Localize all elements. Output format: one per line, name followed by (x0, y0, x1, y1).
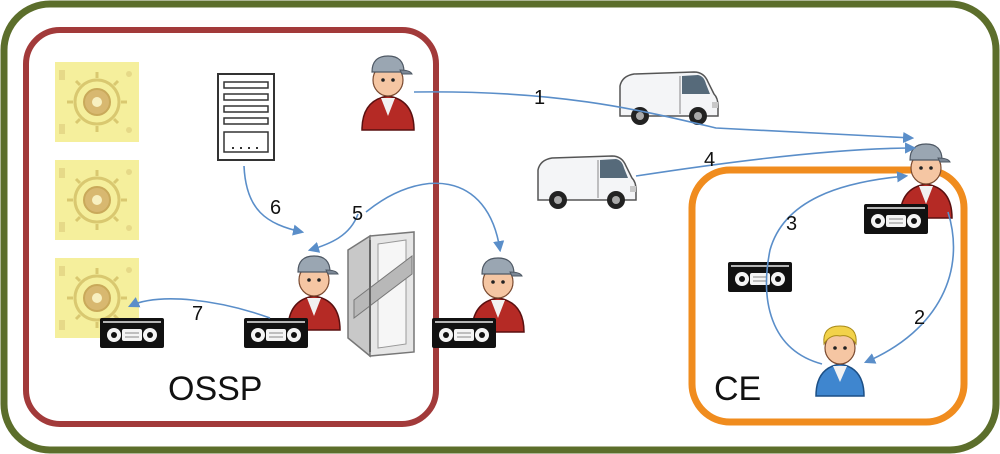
vault-icon (53, 60, 141, 144)
step-label-3: 3 (786, 213, 797, 235)
arrow-step-7 (127, 297, 271, 319)
step-label-2: 2 (914, 307, 925, 329)
flow-arrows (127, 91, 955, 365)
courier-icon (361, 55, 415, 131)
customer-icon (815, 325, 865, 397)
vault-icon (53, 158, 141, 242)
ossp-label: OSSP (168, 370, 262, 408)
tape-icon (99, 317, 165, 349)
arrow-step-6 (243, 165, 305, 236)
step-label-7: 7 (192, 303, 203, 325)
step-label-5: 5 (352, 203, 363, 225)
ce-region (688, 166, 968, 426)
arrow-step-4 (635, 142, 917, 177)
step-label-6: 6 (270, 197, 281, 219)
step-label-4: 4 (704, 149, 715, 171)
step-label-1: 1 (534, 87, 545, 109)
arrow-step-5b (307, 213, 359, 253)
ossp-region (23, 27, 439, 427)
tape-icon (243, 317, 309, 349)
tape-icon (727, 261, 793, 293)
server-icon (217, 73, 275, 161)
arrow-step-5a (365, 182, 505, 253)
ce-label: CE (714, 370, 761, 408)
tape-icon (863, 203, 929, 235)
van-icon (537, 155, 637, 210)
arrow-step-1 (413, 91, 915, 144)
revolving-door-icon (347, 231, 415, 358)
arrow-step-3 (765, 171, 909, 365)
tape-icon (431, 317, 497, 349)
arrow-step-2 (863, 211, 955, 364)
